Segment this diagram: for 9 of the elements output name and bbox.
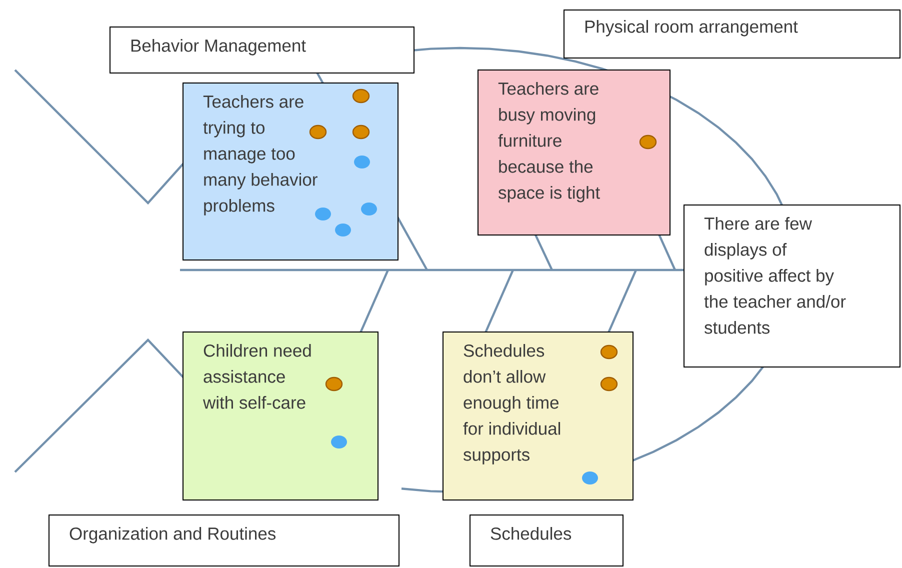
- category-label: Organization and Routines: [48, 514, 400, 566]
- sticky-note: Children need assistance with self-care: [182, 332, 378, 500]
- category-label: Schedules: [470, 514, 624, 566]
- sticky-note: Schedules don’t allow enough time for individual supports: [442, 332, 634, 500]
- category-label: Physical room arrangement: [564, 10, 900, 58]
- sticky-note: Teachers are busy moving furniture because the space is tight: [478, 70, 670, 236]
- sticky-note: Teachers are trying to manage too many behavior problems: [182, 82, 398, 260]
- effect-box: There are few displays of positive affect by the teacher and/or students: [684, 204, 900, 368]
- category-label: Behavior Management: [110, 26, 414, 74]
